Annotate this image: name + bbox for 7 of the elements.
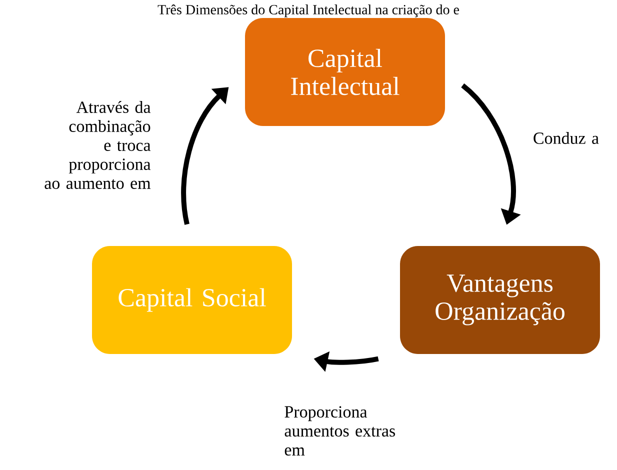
edge-label: Conduz a	[534, 132, 599, 144]
rounded-box: Capital Intelectual	[245, 18, 445, 126]
edge-label: Proporciona aumentos extras em	[284, 406, 396, 456]
rounded-box: Vantagens Organização	[400, 246, 600, 354]
rounded-box: Capital Social	[92, 246, 292, 354]
edge-label: Através da combinação e troca proporciona ao aumento em	[44, 101, 151, 189]
title: Três Dimensões do Capital Intelectual na criação do e	[158, 4, 460, 18]
